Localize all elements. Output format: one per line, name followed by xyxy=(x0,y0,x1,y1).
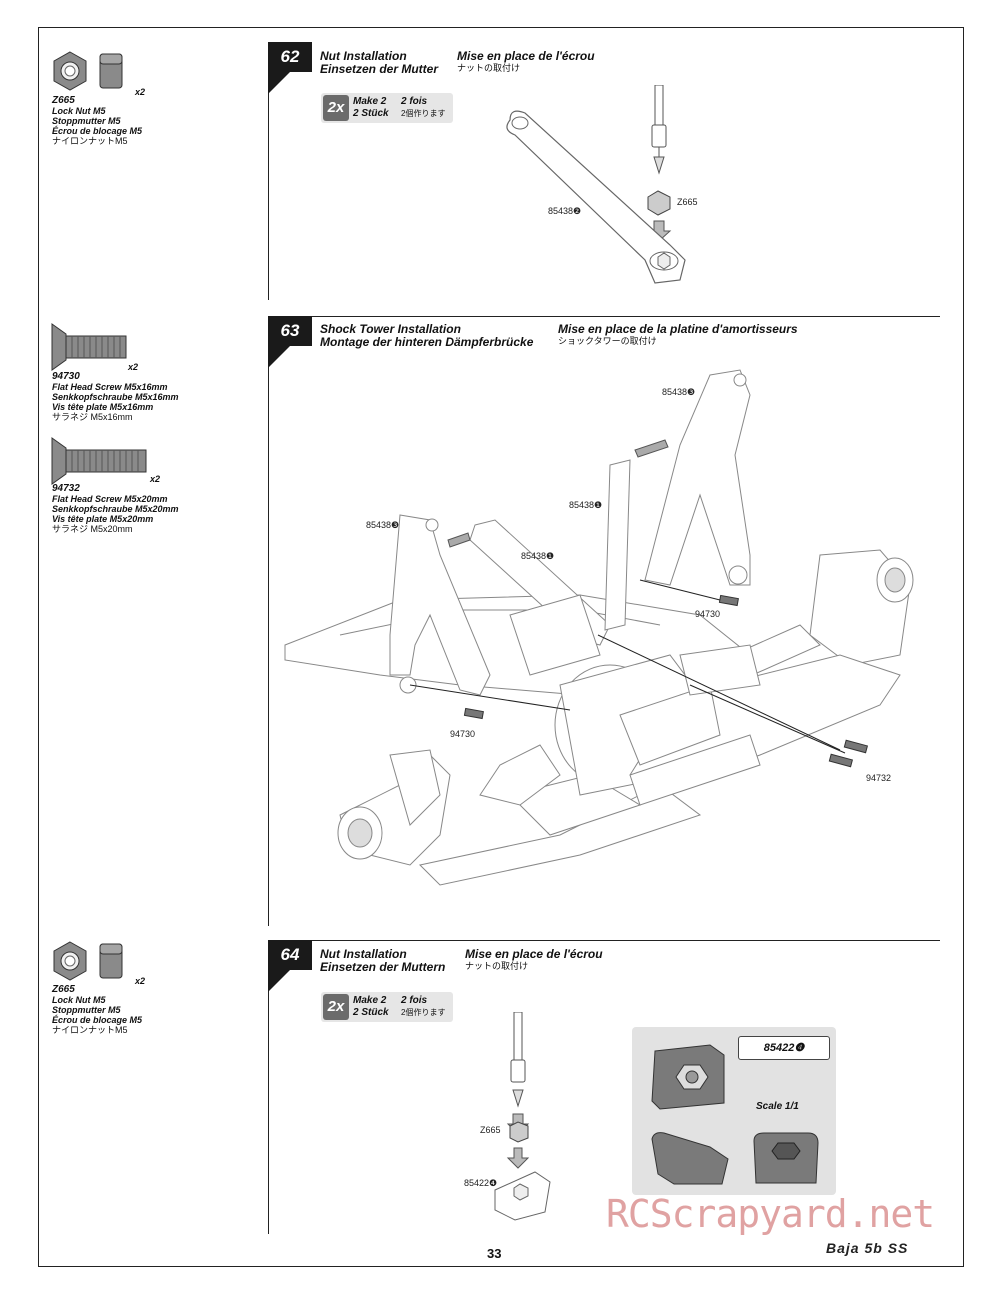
part-85422-top-view xyxy=(650,1043,730,1118)
part-callout: 85422❹ xyxy=(464,1178,498,1188)
part-callout: Z665 xyxy=(677,197,698,207)
lock-nut-illustration xyxy=(50,50,140,99)
brand-logo: Baja 5b SS xyxy=(826,1240,909,1256)
step-divider xyxy=(268,940,940,941)
part-callout: 94730 xyxy=(695,609,721,619)
part-label-94732: 94732 Flat Head Screw M5x20mm Senkkopfsc… xyxy=(52,483,179,535)
part-callout: 85438❸ xyxy=(662,387,696,397)
column-divider xyxy=(268,318,269,926)
part-callout: 85438❶ xyxy=(521,551,555,561)
step-number: 63 xyxy=(268,316,312,346)
step-number-tab xyxy=(268,346,290,368)
part-callout: 85438❸ xyxy=(366,520,400,530)
part-label-94730: 94730 Flat Head Screw M5x16mm Senkkopfsc… xyxy=(52,371,179,423)
step-divider xyxy=(268,316,940,317)
page-number: 33 xyxy=(487,1246,502,1261)
step-number-tab xyxy=(268,970,290,992)
lock-nut-illustration xyxy=(50,940,140,989)
page-frame xyxy=(38,27,964,1267)
scale-part-number: 85422❹ xyxy=(738,1036,830,1060)
part-label-z665: Z665 Lock Nut M5 Stoppmutter M5 Écrou de… xyxy=(52,984,143,1036)
scale-reference-box: 85422❹ Scale 1/1 xyxy=(632,1027,836,1195)
step-title-translation: Mise en place de la platine d'amortisseu… xyxy=(558,322,798,347)
step-64-illustration xyxy=(480,1011,570,1229)
part-callout: Z665 xyxy=(480,1125,501,1135)
step-62-illustration xyxy=(480,84,720,300)
flat-head-screw-illustration xyxy=(50,436,150,491)
part-callout: 94732 xyxy=(866,773,892,783)
part-callout: 94730 xyxy=(450,729,476,739)
step-number: 62 xyxy=(268,42,312,72)
step-63-chassis-illustration xyxy=(280,355,940,920)
flat-head-screw-illustration xyxy=(50,322,130,377)
quantity-label: x2 xyxy=(128,362,139,372)
scale-label: Scale 1/1 xyxy=(756,1101,799,1112)
part-label-z665: Z665 Lock Nut M5 Stoppmutter M5 Écrou de… xyxy=(52,95,143,147)
column-divider xyxy=(268,942,269,1234)
part-callout: 85438❶ xyxy=(569,500,603,510)
step-number-tab xyxy=(268,72,290,94)
quantity-label: x2 xyxy=(150,474,161,484)
part-85422-front-view xyxy=(750,1131,822,1194)
part-callout: 85438❷ xyxy=(548,206,582,216)
quantity-label: x2 xyxy=(135,87,146,97)
part-85422-side-view xyxy=(650,1129,732,1194)
column-divider xyxy=(268,44,269,300)
quantity-label: x2 xyxy=(135,976,146,986)
step-number: 64 xyxy=(268,940,312,970)
watermark: RCScrapyard.net xyxy=(606,1192,935,1236)
